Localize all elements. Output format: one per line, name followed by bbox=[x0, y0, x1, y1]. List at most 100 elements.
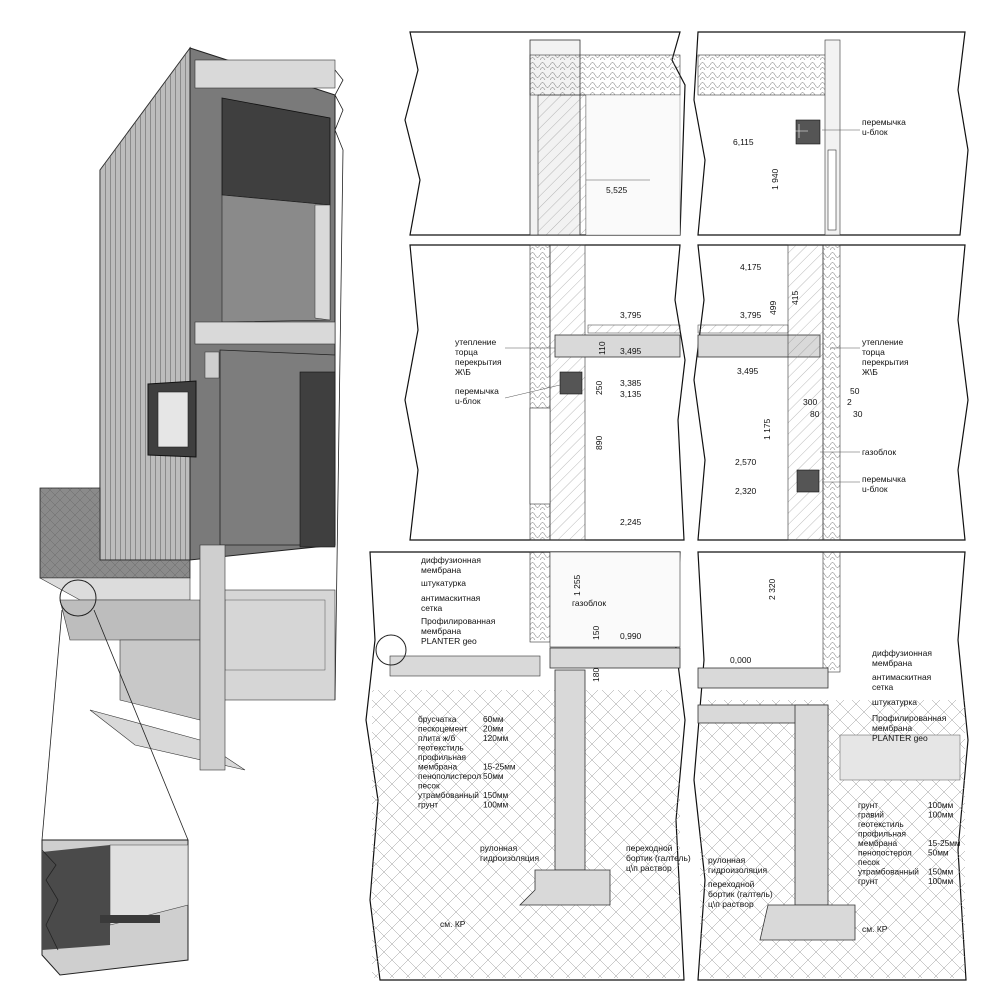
label-lintel-mid-left: перемычка u-блок bbox=[455, 386, 501, 406]
layer-thickness: 150мм bbox=[928, 867, 954, 877]
layer-name: утрамбованный bbox=[858, 867, 919, 877]
dim-110: 110 bbox=[597, 341, 607, 355]
dim-890: 890 bbox=[594, 436, 604, 450]
layer-name: мембрана bbox=[858, 838, 897, 848]
panel-middle-left: 3,795 3,495 110 250 3,385 3,135 890 2,24… bbox=[404, 244, 686, 541]
label-lintel-mid-right: перемычка u-блок bbox=[862, 474, 908, 494]
dim-180: 180 bbox=[591, 668, 601, 682]
dim-150: 150 bbox=[591, 626, 601, 640]
layer-name: песок bbox=[858, 857, 880, 867]
dim-3495a: 3,495 bbox=[620, 346, 642, 356]
dim-499: 499 bbox=[768, 301, 778, 315]
dim-3495b: 3,495 bbox=[737, 366, 759, 376]
label-slab-insulation-left: утепление торца перекрытия Ж\Б bbox=[455, 337, 504, 377]
foundation-block bbox=[119, 639, 201, 721]
dim-30: 30 bbox=[853, 409, 863, 419]
foundation-wall-right bbox=[794, 704, 829, 906]
layer-name: пенополистерол bbox=[418, 771, 481, 781]
label-plaster-right: штукатурка bbox=[872, 697, 917, 707]
layer-name: плита ж/б bbox=[418, 733, 455, 743]
dim-5525: 5,525 bbox=[606, 185, 628, 195]
layer-name: пенопостерол bbox=[858, 848, 912, 858]
detail-callout-circle bbox=[59, 579, 97, 617]
layer-thickness: 50мм bbox=[483, 771, 504, 781]
dim-2320b: 2 320 bbox=[767, 578, 777, 600]
layer-name: мембрана bbox=[418, 762, 457, 772]
label-diffusion-membrane-right: диффузионная мембрана bbox=[872, 648, 934, 668]
floor-slab-section bbox=[554, 334, 681, 358]
dim-3795b: 3,795 bbox=[740, 310, 762, 320]
dim-0990: 0,990 bbox=[620, 631, 642, 641]
label-roll-waterproofing-right: рулонная гидроизоляция bbox=[708, 855, 768, 875]
axonometric-view bbox=[39, 46, 344, 841]
layer-name: геотекстиль bbox=[858, 819, 904, 829]
label-plaster-left: штукатурка bbox=[421, 578, 466, 588]
dim-0000: 0,000 bbox=[730, 655, 752, 665]
label-aerated-block-right: газоблок bbox=[862, 447, 896, 457]
dim-250: 250 bbox=[594, 381, 604, 395]
floor-layer-spec-left: брусчатка 60мм пескоцемент 20мм плита ж/б 120… bbox=[418, 714, 516, 810]
dim-4175: 4,175 bbox=[740, 262, 762, 272]
layer-name: гравий bbox=[858, 810, 884, 820]
parapet-top bbox=[194, 59, 336, 89]
dim-2320: 2,320 bbox=[735, 486, 757, 496]
dim-3135: 3,135 bbox=[620, 389, 642, 399]
dim-300: 300 bbox=[803, 397, 817, 407]
layer-name: грунт bbox=[858, 800, 878, 810]
layer-name: брусчатка bbox=[418, 714, 457, 724]
layer-name: пескоцемент bbox=[418, 724, 468, 734]
label-slab-insulation-right: утепление торца перекрытия Ж\Б bbox=[862, 337, 911, 377]
dim-1940: 1 940 bbox=[770, 168, 780, 190]
layer-thickness: 100мм bbox=[928, 876, 954, 886]
layer-name: песок bbox=[418, 781, 440, 791]
label-profiled-membrane-right: Профилированная мембрана PLANTER geo bbox=[872, 713, 949, 743]
floor-layer-spec-right: грунт 100мм гравий 100мм геотекстильпрофильн… bbox=[858, 800, 961, 886]
panel-bottom-left: 1 255 150 0,990 180 диффузионная мембран… bbox=[365, 551, 691, 981]
panel-middle-right: 4,175 3,795 415 499 3,495 300 80 50 2 30… bbox=[693, 244, 969, 541]
label-fillet-right: переходной бортик (галтель) ц\п раствор bbox=[708, 879, 775, 909]
layer-thickness: 100мм bbox=[483, 800, 509, 810]
label-diffusion-membrane-left: диффузионная мембрана bbox=[421, 555, 483, 575]
panel-top-right: 6,115 1 940 перемычка u-блок bbox=[693, 31, 969, 236]
layer-name: грунт bbox=[858, 876, 878, 886]
layer-thickness: 15-25мм bbox=[483, 762, 516, 772]
dim-2: 2 bbox=[847, 397, 852, 407]
label-see-kr-left: см. КР bbox=[440, 919, 466, 929]
dim-6115: 6,115 bbox=[733, 137, 754, 147]
layer-thickness: 20мм bbox=[483, 724, 504, 734]
foundation-wall-left bbox=[554, 669, 586, 871]
layer-name: профильная bbox=[858, 829, 906, 839]
label-see-kr-right: см. КР bbox=[862, 924, 888, 934]
detail-inset bbox=[41, 839, 189, 976]
layer-name: профильная bbox=[418, 752, 466, 762]
lintel-ublock-top bbox=[795, 119, 821, 145]
dim-415: 415 bbox=[790, 291, 800, 305]
layer-name: грунт bbox=[418, 800, 438, 810]
panel-bottom-right: 2 320 0,000 диффузионная мембрана антима… bbox=[693, 551, 969, 981]
label-anti-mesh-left: антимаскитная сетка bbox=[421, 593, 483, 613]
label-anti-mesh-right: антимаскитная сетка bbox=[872, 672, 934, 692]
layer-thickness: 120мм bbox=[483, 733, 509, 743]
layer-thickness: 150мм bbox=[483, 790, 509, 800]
dim-1255: 1 255 bbox=[572, 574, 582, 596]
dim-1175: 1 175 bbox=[762, 418, 772, 440]
layer-thickness: 15-25мм bbox=[928, 838, 961, 848]
label-aerated-block-left: газоблок bbox=[572, 598, 606, 608]
layer-thickness: 100мм bbox=[928, 800, 954, 810]
layer-thickness: 50мм bbox=[928, 848, 949, 858]
dim-2570: 2,570 bbox=[735, 457, 757, 467]
dim-50: 50 bbox=[850, 386, 860, 396]
layer-name: геотекстиль bbox=[418, 743, 464, 753]
lintel-ublock-mid bbox=[559, 371, 583, 395]
layer-thickness: 60мм bbox=[483, 714, 504, 724]
dim-2245: 2,245 bbox=[620, 517, 642, 527]
label-roll-waterproofing-left: рулонная гидроизоляция bbox=[480, 843, 540, 863]
label-profiled-membrane-left: Профилированная мембрана PLANTER geo bbox=[421, 616, 498, 646]
label-lintel-top: перемычка u-блок bbox=[862, 117, 908, 137]
dim-80: 80 bbox=[810, 409, 820, 419]
dim-3795a: 3,795 bbox=[620, 310, 642, 320]
layer-thickness: 100мм bbox=[928, 810, 954, 820]
panel-top-left: 5,525 bbox=[404, 31, 686, 236]
